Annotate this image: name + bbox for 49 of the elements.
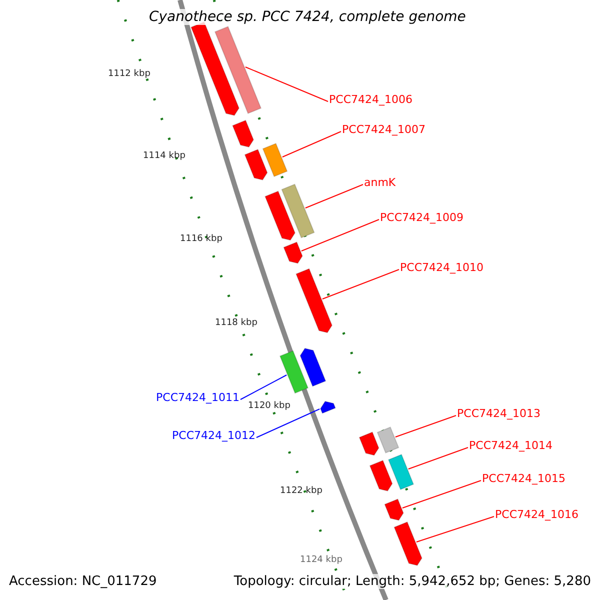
- leader-line: [402, 480, 482, 508]
- gene-label: PCC7424_1006: [329, 93, 412, 106]
- gene-bar: [376, 426, 400, 454]
- gene-bar: [279, 350, 309, 394]
- footer-text: Accession: NC_011729: [9, 574, 157, 589]
- gene-label: PCC7424_1009: [380, 211, 464, 224]
- leader-line: [304, 184, 364, 208]
- gene-bar: [388, 454, 414, 490]
- gene-label: PCC7424_1014: [469, 439, 552, 452]
- gene-label: anmK: [364, 176, 396, 189]
- gene-label: PCC7424_1015: [482, 472, 566, 485]
- gene-bar: [283, 241, 303, 264]
- scale-label: 1114 kbp: [143, 151, 186, 161]
- gene-label: PCC7424_1012: [172, 429, 256, 442]
- leader-line: [256, 408, 320, 438]
- footer-text: Topology: circular; Length: 5,942,652 bp; Genes: 5,280: [234, 574, 591, 589]
- scale-label: 1120 kbp: [248, 401, 290, 411]
- gene-bar: [264, 190, 296, 241]
- leader-line: [300, 219, 380, 252]
- leader-line: [244, 66, 328, 102]
- gene-label: PCC7424_1007: [342, 123, 426, 136]
- gene-bar: [232, 120, 254, 148]
- gene-bar: [384, 498, 404, 521]
- gene-bar: [214, 26, 262, 114]
- gene-label: PCC7424_1013: [457, 407, 540, 420]
- scale-label: 1118 kbp: [215, 318, 258, 328]
- gene-bar: [320, 400, 336, 414]
- gene-bar: [281, 184, 315, 238]
- gene-bar: [262, 142, 288, 178]
- gene-bar: [244, 148, 268, 180]
- gene-label: PCC7424_1010: [400, 261, 484, 274]
- gene-label: PCC7424_1011: [156, 391, 240, 404]
- leader-line: [408, 447, 468, 470]
- gene-bar: [358, 432, 380, 456]
- gene-bar: [394, 521, 422, 566]
- gene-label: PCC7424_1016: [495, 508, 578, 521]
- scale-label: 1122 kbp: [280, 486, 322, 496]
- leader-line: [322, 269, 400, 300]
- leader-line: [394, 415, 456, 438]
- scale-label: 1116 kbp: [180, 234, 222, 244]
- title: Cyanothece sp. PCC 7424, complete genome: [147, 9, 468, 25]
- leader-line: [416, 516, 494, 542]
- gene-bar: [296, 268, 333, 334]
- gene-bar: [300, 348, 326, 387]
- leader-line: [240, 374, 288, 400]
- scale-label: 1124 kbp: [300, 555, 342, 565]
- gene-bar: [369, 460, 393, 492]
- scale-label: 1112 kbp: [108, 69, 150, 79]
- leader-line: [282, 131, 342, 158]
